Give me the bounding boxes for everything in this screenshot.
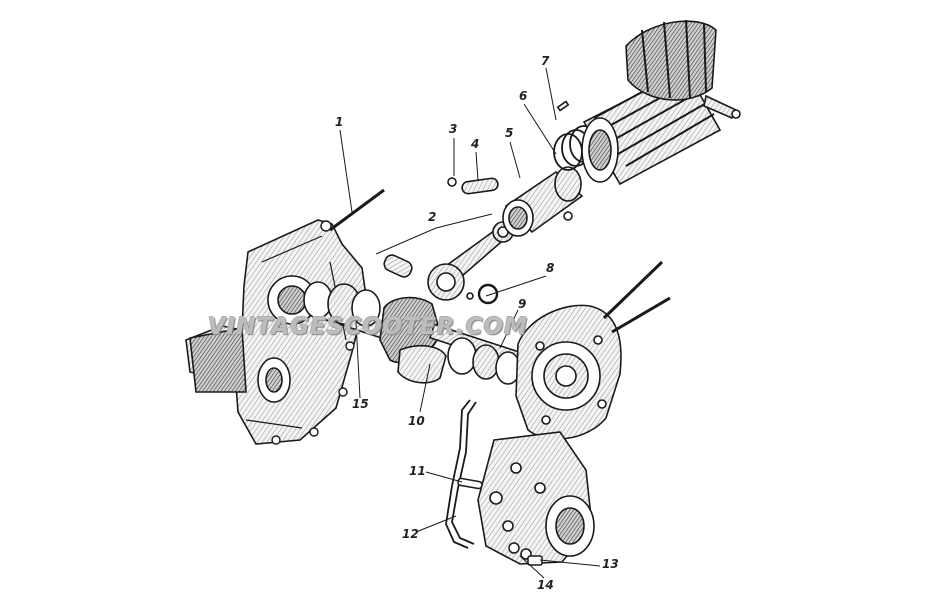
fasteners [457, 477, 543, 566]
callout-7: 7 [541, 54, 550, 68]
case-gasket [445, 399, 477, 549]
leader-lines [339, 67, 601, 579]
callout-15: 15 [352, 397, 369, 411]
callout-5: 5 [505, 126, 514, 140]
left-crankcase-half [185, 219, 367, 445]
connecting-rod [383, 221, 514, 305]
callout-10: 10 [408, 414, 425, 428]
right-crankcase-half [515, 260, 671, 440]
callout-11: 11 [409, 464, 426, 478]
callout-2: 2 [428, 210, 437, 224]
callout-4: 4 [471, 137, 480, 151]
cylinder-head [625, 19, 741, 120]
callout-1: 1 [335, 115, 344, 129]
crankshaft [303, 281, 521, 385]
piston-assembly [447, 166, 584, 237]
callout-6: 6 [519, 89, 528, 103]
callout-8: 8 [546, 261, 555, 275]
callout-13: 13 [602, 557, 619, 571]
callout-14: 14 [537, 578, 554, 592]
transmission-housing [477, 431, 595, 565]
callout-12: 12 [402, 527, 419, 541]
callout-9: 9 [518, 297, 527, 311]
callout-3: 3 [449, 122, 458, 136]
